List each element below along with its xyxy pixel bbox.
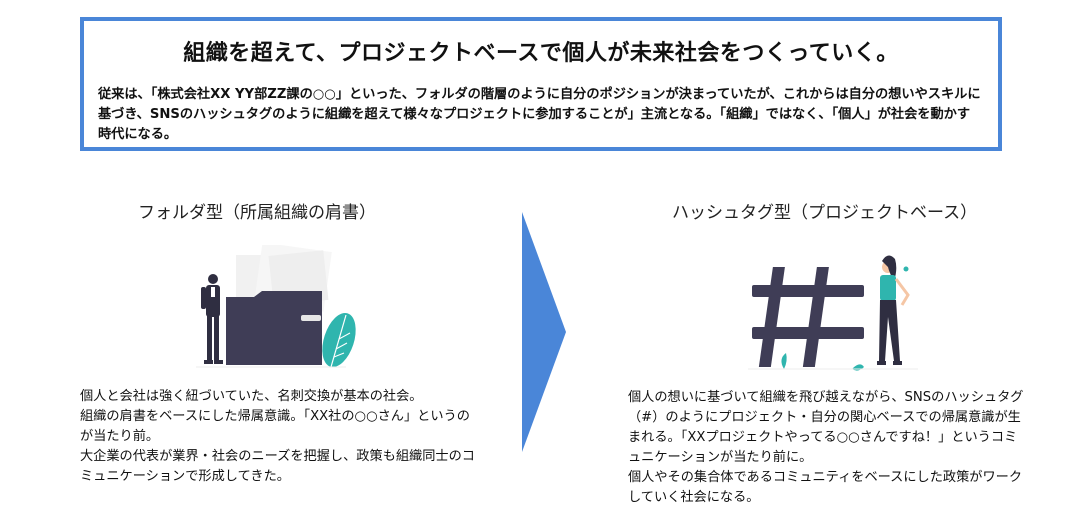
hashtag-type-description: 個人の想いに基づいて組織を飛び越えながら、SNSのハッシュタグ（#）のようにプロ… [628,388,1028,508]
folder-type-title: フォルダ型（所属組織の肩書） [138,203,376,223]
folder-person-illustration [196,245,356,368]
hashtag-desc-line-2: 個人やその集合体であるコミュニティをベースにした政策がワークしていく社会になる。 [628,470,1023,505]
header-title: 組織を超えて、プロジェクトベースで個人が未来社会をつくっていく。 [183,41,899,66]
header-body: 従来は、「株式会社XX YY部ZZ課の○○」といった、フォルダの階層のように自分… [98,87,981,142]
hashtag-icon [752,267,864,367]
header-box: 組織を超えて、プロジェクトベースで個人が未来社会をつくっていく。 従来は、「株式… [80,17,1002,151]
person-icon [201,274,223,364]
folder-desc-line-2: 組織の肩書をベースにした帰属意識。「XX社の○○さん」というのが当たり前。 [80,409,470,444]
hashtag-type-title: ハッシュタグ型（プロジェクトベース） [672,203,978,223]
transition-arrow-icon [522,212,566,452]
folder-icon [226,291,322,365]
folder-desc-line-1: 個人と会社は強く紐づいていた、名刺交換が基本の社会。 [80,389,423,404]
hashtag-person-illustration [748,255,918,371]
leaf-icon [322,312,356,368]
folder-type-description: 個人と会社は強く紐づいていた、名刺交換が基本の社会。 組織の肩書をベースにした帰… [80,387,480,487]
folder-desc-line-3: 大企業の代表が業界・社会のニーズを把握し、政策も組織同士のコミュニケーションで形… [80,449,475,484]
hashtag-desc-line-1: 個人の想いに基づいて組織を飛び越えながら、SNSのハッシュタグ（#）のようにプロ… [628,390,1024,465]
person-icon [877,255,910,365]
